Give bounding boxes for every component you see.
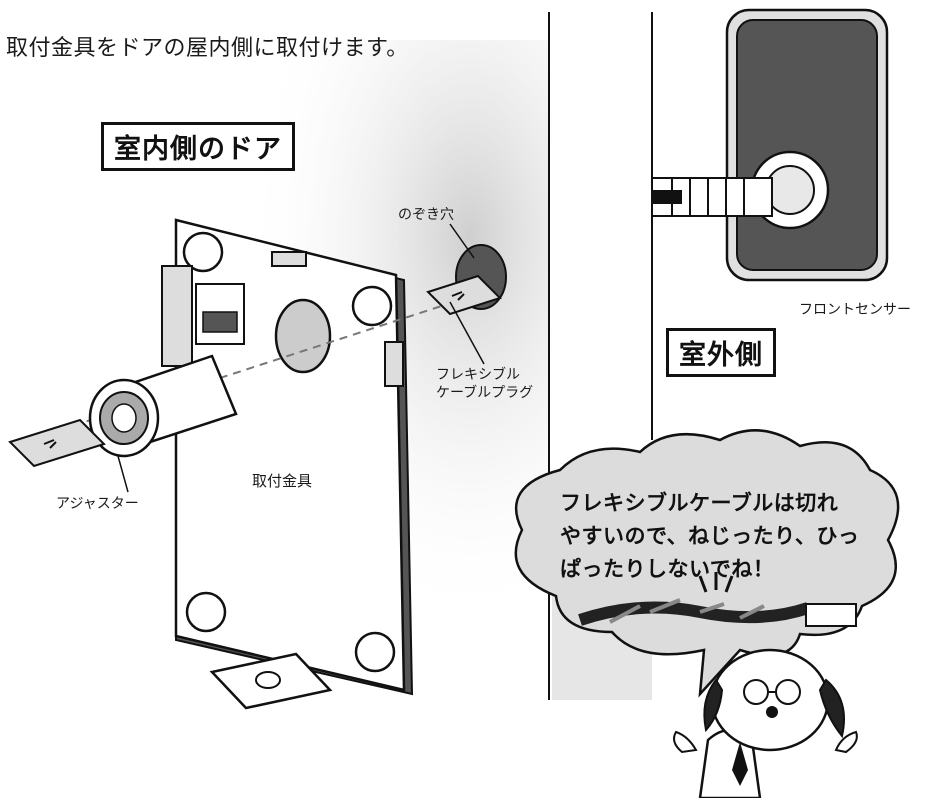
mounting-bracket (161, 218, 414, 710)
front-sensor-label: フロントセンサー (799, 302, 911, 318)
bubble-line-2: やすいので、ねじったり、ひっ (560, 524, 860, 548)
speech-bubble (514, 429, 900, 698)
cable-plug-bottom (8, 418, 106, 468)
front-sensor (651, 8, 889, 282)
speech-bubble-text: フレキシブルケーブルは切れ やすいので、ねじったり、ひっ ぱったりしないでね！ (560, 487, 859, 586)
sensor-cable (651, 177, 773, 217)
dog-mascot (673, 648, 858, 798)
indoor-door-label: 室内側のドア (101, 122, 295, 171)
cable-label-line-2: ケーブルプラグ (436, 385, 534, 401)
bubble-line-3: ぱったりしないでね！ (560, 557, 775, 581)
outdoor-label: 室外側 (666, 328, 776, 377)
flexible-cable-plug-label: フレキシブル ケーブルプラグ (436, 366, 533, 402)
cable-illustration (578, 572, 857, 627)
leader-lines (117, 223, 485, 493)
bubble-line-1: フレキシブルケーブルは切れ (560, 491, 839, 515)
peephole-label: のぞき穴 (398, 207, 454, 223)
adjuster-label: アジャスター (56, 496, 139, 512)
cable-label-line-1: フレキシブル (436, 367, 520, 383)
cable-plug-top (426, 274, 502, 316)
instruction-text: 取付金具をドアの屋内側に取付けます。 (6, 36, 409, 61)
adjuster (88, 354, 238, 458)
mounting-bracket-label: 取付金具 (252, 472, 313, 490)
